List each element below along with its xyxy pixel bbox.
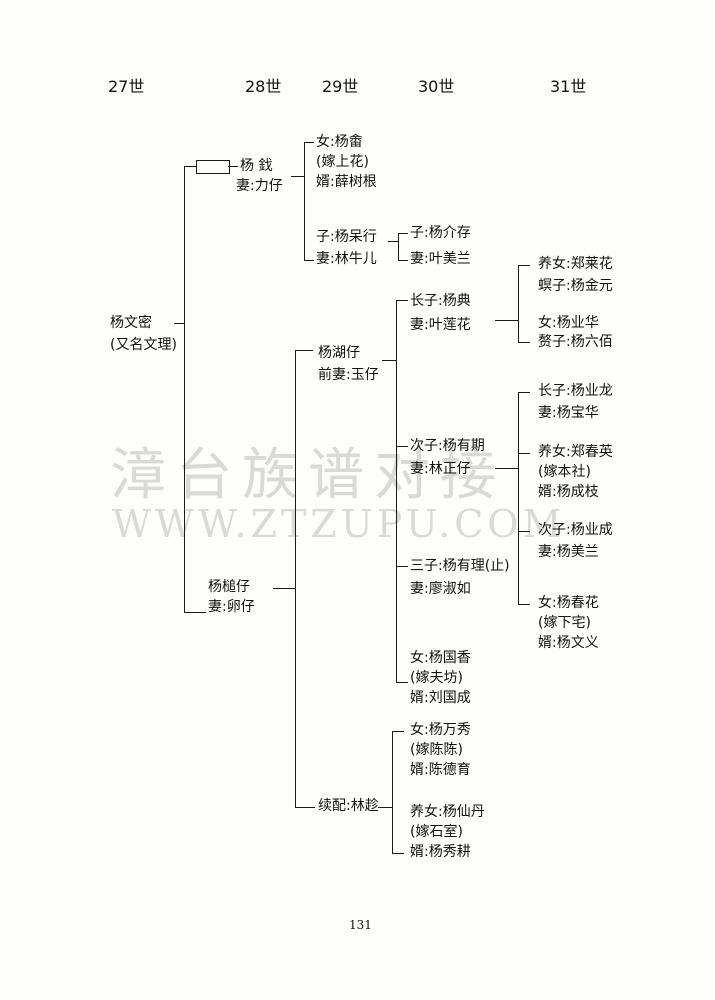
header-gen-29: 29世 [322,77,359,96]
person-g31-jinyuan-name: 螟子:杨金元 [538,278,613,294]
person-g28-second-name: 杨槌仔 [208,579,250,595]
connector-line [184,166,196,167]
person-g29-daughter-husband: 婿:薛树根 [316,174,377,190]
person-g30-guoxiang-husband: 婿:刘国成 [410,690,471,706]
connector-line [228,166,238,167]
person-g30-xiandan-name: 养女:杨仙丹 [410,804,485,820]
connector-line [392,853,404,854]
connector-line [518,265,519,342]
connector-line [295,350,296,808]
person-g31-chunhua-name: 女:杨春花 [538,595,599,611]
person-g30-youli-name: 三子:杨有理(止) [410,558,510,574]
connector-line [184,612,206,613]
connector-line [396,566,408,567]
person-g28-first-name: 杨 鈛 [240,158,273,174]
person-g31-yecheng-name: 次子:杨业成 [538,522,613,538]
person-g31-chunying-name: 养女:郑春英 [538,444,613,460]
connector-line [518,265,530,266]
person-g30-jiecun-name: 子:杨介存 [410,225,471,241]
connector-line [398,260,408,261]
person-g27-root-name: 杨文密 [110,315,152,331]
person-g30-wanxiu-marriage: (嫁陈陈) [410,742,463,758]
connector-line [518,392,519,604]
connector-line [398,233,408,234]
connector-line [273,588,295,589]
watermark-chinese: 漳台族谱对接 [110,443,506,508]
connector-line [398,233,399,260]
person-g30-dian-spouse: 妻:叶莲花 [410,317,471,333]
connector-line [392,731,393,853]
person-g31-liubai-name: 赘子:杨六佰 [538,334,613,350]
connector-line [378,807,392,808]
person-g31-chunhua-husband: 婿:杨文义 [538,635,599,651]
person-g31-chunhua-marriage: (嫁下宅) [538,615,591,631]
person-g30-guoxiang-name: 女:杨国香 [410,650,471,666]
person-g30-youqi-name: 次子:杨有期 [410,438,485,454]
connector-line [518,342,530,343]
person-g29-son-spouse: 妻:林牛儿 [316,251,377,267]
connector-line [396,682,408,683]
person-g29-daughter-marriage: (嫁上花) [316,154,369,170]
person-g31-yelong-spouse: 妻:杨宝华 [538,405,599,421]
person-g30-youqi-spouse: 妻:林正仔 [410,461,471,477]
connector-line [518,604,530,605]
header-gen-27: 27世 [108,77,145,96]
person-g29-son-name: 子:杨呆行 [316,229,377,245]
person-g30-guoxiang-marriage: (嫁夫坊) [410,670,463,686]
connector-line [392,731,404,732]
person-g29-daughter-name: 女:杨畬 [316,134,363,150]
connector-line [291,176,304,177]
person-g31-yehua-name: 女:杨业华 [538,315,599,331]
person-g31-chunying-husband: 婿:杨成枝 [538,484,599,500]
connector-line [382,360,396,361]
person-g29-huzai-spouse: 前妻:玉仔 [318,367,379,383]
connector-line [518,531,530,532]
connector-line [304,142,305,260]
person-g30-wanxiu-husband: 婿:陈德育 [410,762,471,778]
connector-line [295,350,313,351]
connector-line [518,392,530,393]
person-g30-youli-spouse: 妻:廖淑如 [410,581,471,597]
connector-line [304,142,314,143]
connector-line [388,241,398,242]
person-g28-first-spouse: 妻:力仔 [236,178,283,194]
header-gen-31: 31世 [550,77,587,96]
connector-line [295,807,315,808]
page-number: 131 [349,918,372,932]
person-g29-second-wife: 续配:林趁 [318,798,379,814]
person-g30-wanxiu-name: 女:杨万秀 [410,722,471,738]
empty-name-box [196,160,230,174]
person-g29-huzai-name: 杨湖仔 [318,345,360,361]
watermark-url: WWW.ZTZUPU.COM [112,502,566,546]
person-g30-xiandan-marriage: (嫁石室) [410,824,463,840]
connector-line [174,323,184,324]
connector-line [495,320,518,321]
person-g31-yecheng-spouse: 妻:杨美兰 [538,544,599,560]
connector-line [518,453,530,454]
connector-line [184,166,185,613]
person-g27-root-alias: (又名文理) [110,337,177,353]
connector-line [495,468,518,469]
person-g30-xiandan-husband: 婿:杨秀耕 [410,844,471,860]
connector-line [304,260,314,261]
connector-line [396,300,408,301]
header-gen-28: 28世 [245,77,282,96]
person-g31-yelong-name: 长子:杨业龙 [538,383,613,399]
connector-line [396,446,408,447]
person-g30-jiecun-spouse: 妻:叶美兰 [410,251,471,267]
person-g30-dian-name: 长子:杨典 [410,293,471,309]
person-g31-chunying-marriage: (嫁本社) [538,464,591,480]
person-g31-laihua-name: 养女:郑莱花 [538,256,613,272]
person-g28-second-spouse: 妻:卵仔 [208,599,255,615]
header-gen-30: 30世 [418,77,455,96]
connector-line [396,300,397,683]
